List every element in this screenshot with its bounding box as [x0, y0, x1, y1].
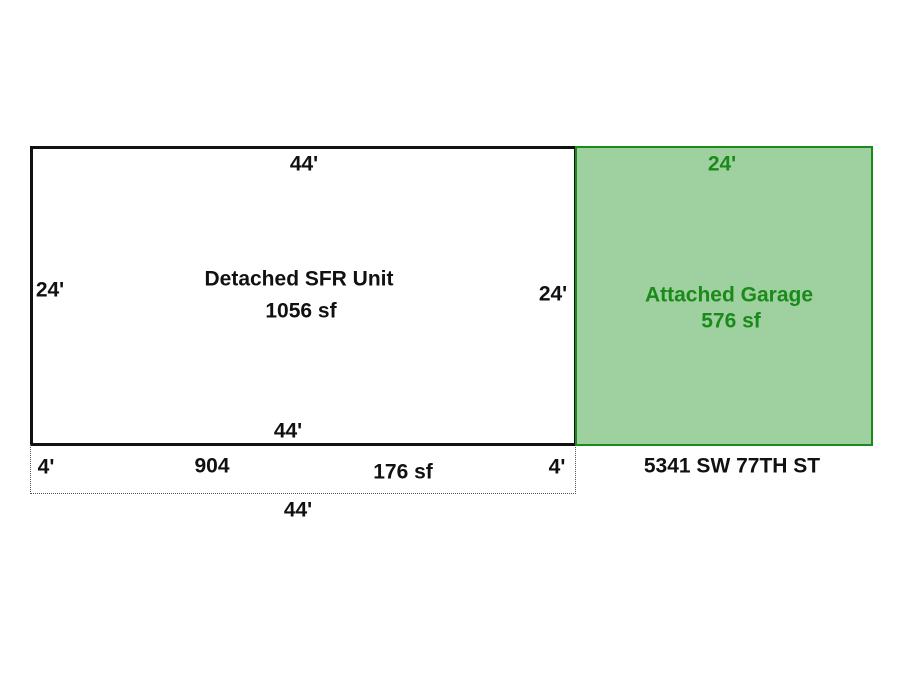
sfr-right-dimension: 24' [538, 282, 568, 306]
porch-code: 904 [194, 454, 230, 478]
porch-left-dimension: 4' [37, 455, 55, 479]
sfr-top-dimension: 44' [289, 152, 319, 176]
garage-area: 576 sf [701, 309, 761, 333]
sfr-area: 1056 sf [265, 299, 337, 323]
porch-right-dimension: 4' [548, 455, 566, 479]
sfr-left-dimension: 24' [35, 278, 65, 302]
sfr-label: Detached SFR Unit [204, 267, 394, 291]
sfr-bottom-dimension: 44' [273, 419, 303, 443]
sfr-unit-outline [30, 146, 577, 446]
property-address: 5341 SW 77TH ST [643, 454, 821, 478]
garage-label: Attached Garage [644, 283, 814, 307]
garage-top-dimension: 24' [707, 152, 737, 176]
garage-outline [575, 146, 873, 446]
porch-outline [30, 444, 576, 494]
porch-area: 176 sf [373, 460, 433, 484]
porch-bottom-dimension: 44' [283, 498, 313, 522]
